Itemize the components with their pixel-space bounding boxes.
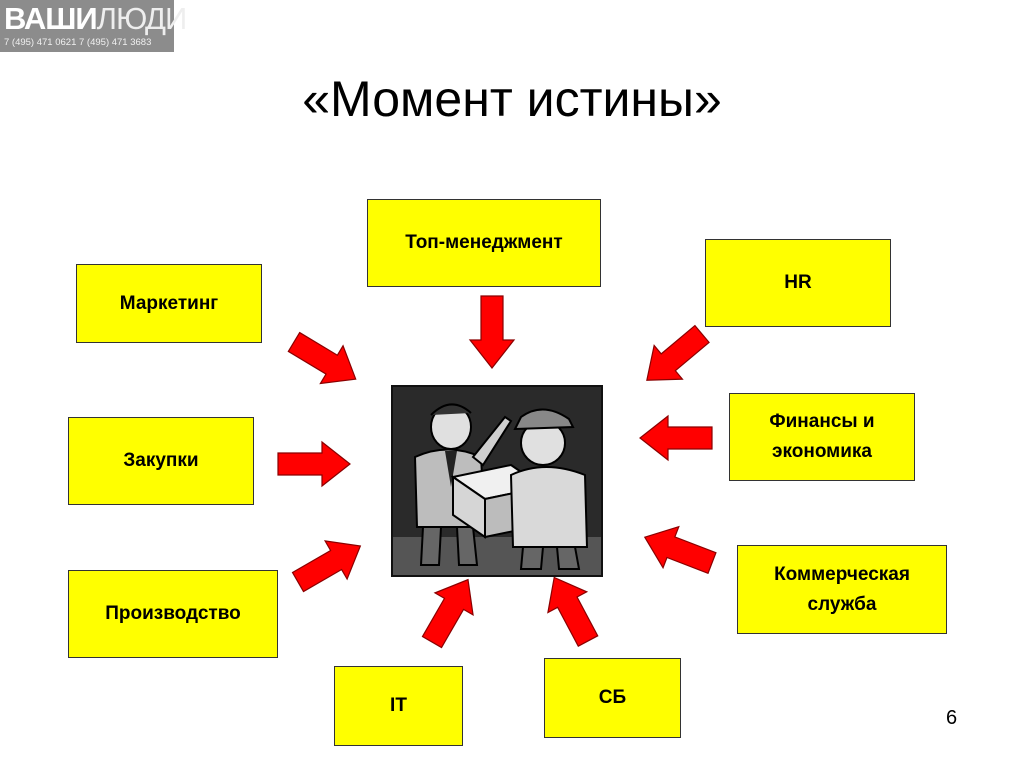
center-cartoon-image <box>391 385 603 577</box>
arrow-commercial <box>636 516 721 585</box>
box-label: Производство <box>105 603 241 624</box>
page-number: 6 <box>946 707 958 729</box>
box-security: СБ <box>544 658 681 738</box>
box-finance: Финансы и экономика <box>729 393 915 481</box>
logo-wordmark: ВАШИЛЮДИ <box>4 0 188 38</box>
box-label: Маркетинг <box>119 292 219 314</box>
slide-title: «Момент истины» <box>302 71 722 127</box>
box-label: Финансы и экономика <box>769 411 875 462</box>
arrow-hr <box>632 316 717 398</box>
arrow-marketing <box>282 322 368 399</box>
box-label: Коммерческая служба <box>774 563 910 615</box>
box-label: СБ <box>598 687 627 708</box>
box-purchasing: Закупки <box>68 417 254 505</box>
logo-phones: 7 (495) 471 0621 7 (495) 471 3683 <box>4 37 152 48</box>
box-label: IT <box>390 695 407 716</box>
box-label: Закупки <box>123 450 199 471</box>
arrow-top <box>469 295 515 369</box>
arrow-purchasing <box>277 441 351 487</box>
arrow-it <box>412 568 488 654</box>
cartoon-illustration <box>393 387 601 575</box>
company-logo: ВАШИЛЮДИ 7 (495) 471 0621 7 (495) 471 36… <box>0 0 187 52</box>
arrow-finance <box>639 415 713 461</box>
box-production: Производство <box>68 570 278 658</box>
box-top-management: Топ-менеджмент <box>367 199 601 287</box>
box-marketing: Маркетинг <box>76 264 262 343</box>
logo-word-part2: ЛЮДИ <box>96 1 188 36</box>
arrow-production <box>286 526 372 602</box>
box-label: Топ-менеджмент <box>405 232 563 253</box>
box-commercial: Коммерческая служба <box>737 545 947 634</box>
box-it: IT <box>334 666 463 746</box>
arrow-security <box>534 566 609 652</box>
box-label: HR <box>784 272 812 293</box>
logo-word-part1: ВАШИ <box>4 1 98 36</box>
box-hr: HR <box>705 239 891 327</box>
